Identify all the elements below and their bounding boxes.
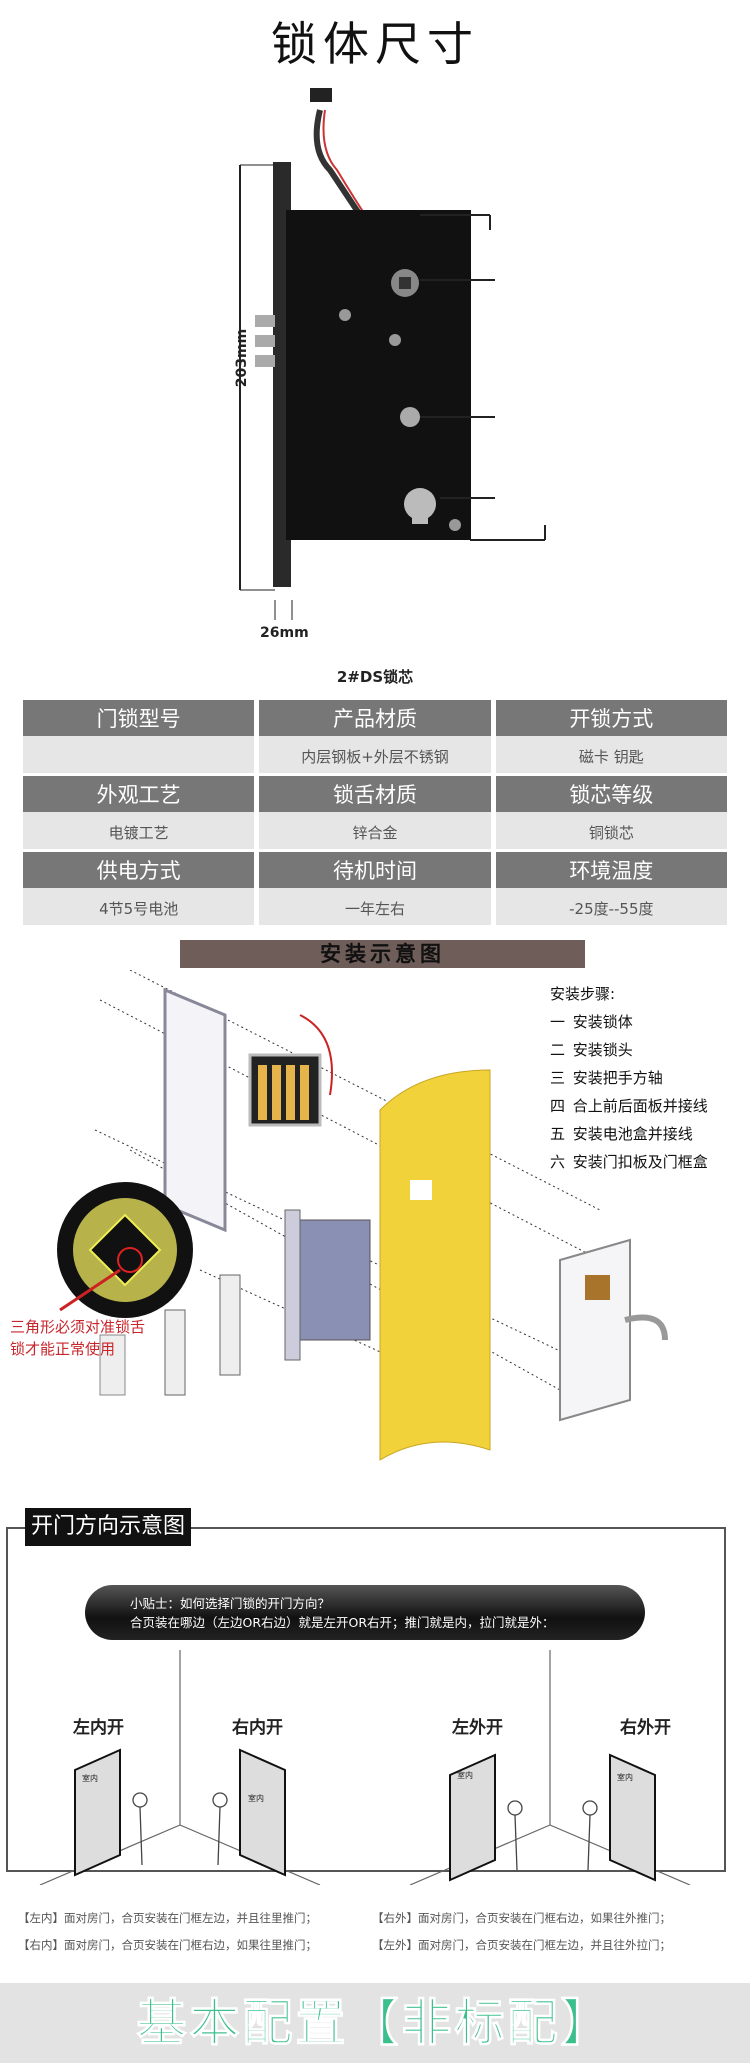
direction-panel [6,1527,726,1872]
steps-title: 安装步骤: [550,985,616,1003]
spec-value: 4节5号电池 [23,891,255,928]
spec-header: 开锁方式 [495,700,727,739]
spec-header: 产品材质 [259,700,491,739]
direction-title: 开门方向示意图 [25,1508,192,1546]
install-step: 五 安装电池盒并接线 [550,1125,693,1143]
label-right-inward: 右内开 [232,1718,283,1738]
spec-header: 待机时间 [259,852,491,891]
spec-value: -25度--55度 [495,891,727,928]
basic-config-banner: 基本配置【非标配】 [0,1983,750,2063]
spec-value: 电镀工艺 [23,815,255,852]
label-left-outward: 左外开 [452,1718,503,1738]
spec-value: 铜锁芯 [495,815,727,852]
caption: 【左内】面对房门，合页安装在门框左边，并且往里推门； [18,1911,317,1925]
label-right-outward: 右外开 [620,1718,671,1738]
spec-table: 门锁型号 产品材质 开锁方式 内层钢板+外层不锈钢 磁卡 钥匙 外观工艺 锁舌材… [23,700,727,928]
install-diagram [57,970,668,1461]
caption: 【右外】面对房门，合页安装在门框右边，如果往外推门； [372,1911,671,1925]
install-step: 三 安装把手方轴 [550,1069,663,1087]
alignment-note: 三角形必须对准锁舌 锁才能正常使用 [10,1318,146,1358]
install-steps: 安装步骤: 一 安装锁体 二 安装锁头 三 安装把手方轴 四 合上前后面板并接线… [550,980,708,1176]
install-step: 一 安装锁体 [550,1013,633,1031]
page-title: 锁体尺寸 [271,17,479,71]
indoor-label: 室内 [82,1774,98,1783]
spec-header: 锁舌材质 [259,776,491,815]
model-label: 2#DS锁芯 [336,668,414,686]
spec-value [23,739,255,776]
lock-body-diagram [239,88,546,620]
spec-header: 门锁型号 [23,700,255,739]
door-direction-diagram [39,1650,691,1885]
label-left-inward: 左内开 [73,1718,124,1738]
install-step: 四 合上前后面板并接线 [550,1097,708,1115]
indoor-label: 室内 [617,1773,633,1782]
tip-banner: 小贴士：如何选择门锁的开门方向？ 合页装在哪边（左边OR右边）就是左开OR右开；… [85,1585,645,1640]
width-dimension: 26mm [260,625,309,641]
spec-header: 环境温度 [495,852,727,891]
install-step: 二 安装锁头 [550,1041,633,1059]
height-dimension: 203mm [234,328,251,388]
spec-header: 外观工艺 [23,776,255,815]
indoor-label: 室内 [248,1794,264,1803]
install-banner: 安装示意图 [180,940,585,968]
caption: 【左外】面对房门，合页安装在门框左边，并且往外拉门； [372,1938,671,1952]
spec-header: 锁芯等级 [495,776,727,815]
indoor-label: 室内 [457,1771,473,1780]
install-step: 六 安装门扣板及门框盒 [550,1153,708,1171]
spec-value: 内层钢板+外层不锈钢 [259,739,491,776]
caption: 【右内】面对房门，合页安装在门框右边，如果往里推门； [18,1938,317,1952]
spec-value: 锌合金 [259,815,491,852]
spec-value: 磁卡 钥匙 [495,739,727,776]
spec-value: 一年左右 [259,891,491,928]
spec-header: 供电方式 [23,852,255,891]
